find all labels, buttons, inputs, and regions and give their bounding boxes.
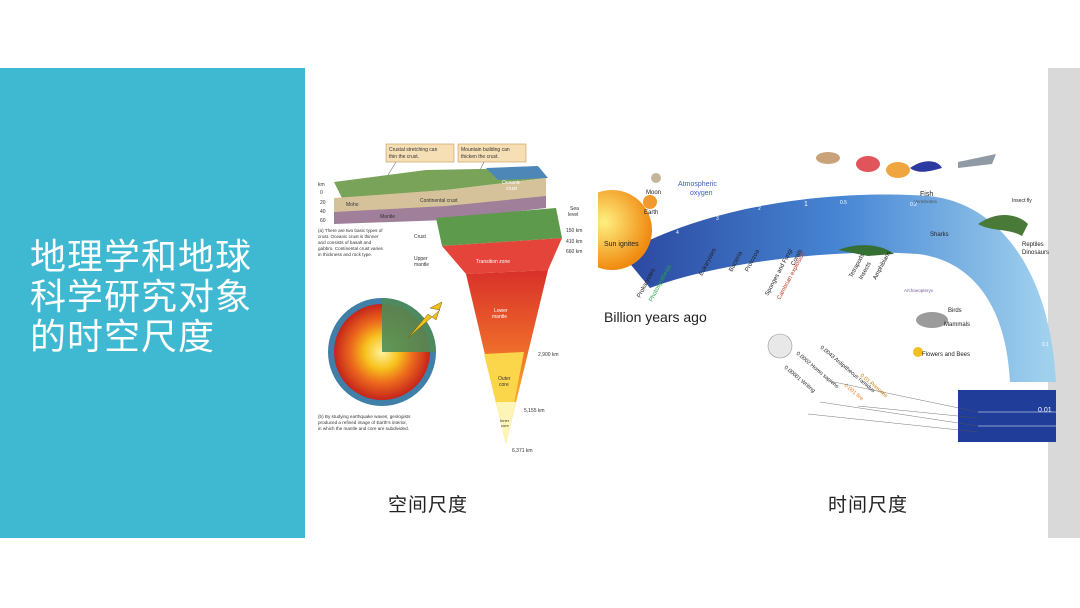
birds-label: Birds: [948, 308, 962, 314]
note-b-line-2: produced a refined image of Earth's inte…: [318, 420, 407, 425]
callout-stretching-2: thin the crust.: [389, 154, 419, 160]
note-a-line-4: gabbro. Continental crust varies: [318, 246, 384, 251]
oceanic-crust-label-2: crust: [506, 186, 517, 192]
depth-unit-label: km: [318, 182, 325, 188]
depth-5155: 5,155 km: [524, 408, 545, 414]
recent-fire: 0.001 fire: [843, 383, 864, 402]
depth-660: 660 km: [566, 249, 582, 255]
arc-tick-2: 2: [758, 206, 761, 212]
arc-tick-02: 0.2: [910, 202, 917, 208]
depth-tick-20: 20: [320, 200, 326, 206]
archaeopteryx-label: Archaeopteryx: [904, 288, 934, 293]
dinosaurs-label: Dinosaurs: [1022, 250, 1049, 256]
callout-building-2: thicken the crust.: [461, 154, 499, 160]
transition-zone-label: Transition zone: [476, 259, 510, 265]
moon-label: Moon: [646, 190, 661, 196]
callout-building-1: Mountain building can: [461, 147, 510, 153]
mammals-label: Mammals: [944, 322, 970, 328]
lower-mantle-label-1: Lower: [494, 308, 508, 314]
title-line-3: 的时空尺度: [30, 317, 216, 358]
note-b-line-1: (b) By studying earthquake waves, geolog…: [318, 414, 411, 419]
upper-mantle-label-1: Upper: [414, 256, 428, 262]
arc-tick-3: 3: [716, 216, 719, 222]
sharks-label: Sharks: [930, 232, 949, 238]
upper-mantle-label-2: mantle: [414, 262, 429, 268]
timeline-figure: 4 3 2 1 0.5 0.2 0.1 0.01 Sun ignites Moo…: [598, 152, 1056, 442]
reptiles-label: Reptiles: [1022, 242, 1044, 248]
outer-core-label-2: core: [499, 382, 509, 388]
arc-tick-01: 0.1: [1042, 342, 1049, 348]
caption-temporal-scale: 时间尺度: [828, 494, 909, 516]
outer-core-label-1: Outer: [498, 376, 511, 382]
depth-tick-0: 0: [320, 190, 323, 196]
sun-ignites-label: Sun ignites: [604, 241, 639, 248]
vertebrates-label: Vertebrates: [914, 199, 938, 204]
fish-label: Fish: [920, 191, 933, 198]
note-a-line-1: (a) There are two basic types of: [318, 228, 383, 233]
note-b-line-3: in which the mantle and core are subdivi…: [318, 426, 409, 431]
oceanic-crust-label-1: Oceanic: [502, 180, 521, 186]
arc-tick-1: 1: [804, 201, 808, 208]
depth-6371: 6,371 km: [512, 448, 533, 454]
slide-title: 地理学和地球 科学研究对象 的时空尺度: [30, 238, 290, 358]
arc-tick-4: 4: [676, 230, 679, 236]
continental-crust-label: Continental crust: [420, 198, 458, 204]
note-a-line-5: in thickness and rock type.: [318, 252, 372, 257]
inner-core-label-1: Inner: [500, 418, 510, 423]
slide-edge-strip: [1048, 68, 1080, 538]
recent-writing: 0.00001 Writing: [783, 365, 816, 394]
sea-level-label-2: level: [568, 212, 578, 218]
crust-label: Crust: [414, 234, 427, 240]
inner-core-label-2: core: [501, 423, 510, 428]
note-a-line-3: and consists of basalt and: [318, 240, 372, 245]
depth-tick-60: 60: [320, 218, 326, 224]
sea-level-label-1: Sea: [570, 206, 579, 212]
earth-structure-figure: Crustal stretching can thin the crust. M…: [318, 143, 582, 454]
depth-2900: 2,900 km: [538, 352, 559, 358]
earth-label: Earth: [644, 210, 658, 216]
depth-tick-40: 40: [320, 209, 326, 215]
arc-tick-05: 0.5: [840, 200, 847, 206]
lower-mantle-label-2: mantle: [492, 314, 507, 320]
insect-fly-label: Insect fly: [1012, 198, 1032, 204]
title-line-2: 科学研究对象: [30, 277, 253, 318]
atmospheric-oxygen-label-2: oxygen: [690, 190, 713, 197]
title-panel: [0, 68, 305, 538]
atmospheric-oxygen-label-1: Atmospheric: [678, 181, 717, 188]
depth-150: 150 km: [566, 228, 582, 234]
note-a-line-2: crust. Oceanic crust is thinner: [318, 234, 379, 239]
caption-spatial-scale: 空间尺度: [388, 494, 469, 516]
mantle-label: Mantle: [380, 214, 395, 220]
arc-tick-001: 0.01: [1038, 407, 1052, 414]
flowers-and-bees-label: Flowers and Bees: [922, 352, 970, 358]
depth-410: 410 km: [566, 239, 582, 245]
callout-stretching-1: Crustal stretching can: [389, 147, 438, 153]
title-line-1: 地理学和地球: [30, 237, 253, 278]
moho-label: Moho: [346, 202, 359, 208]
billion-years-ago-label: Billion years ago: [604, 309, 707, 325]
